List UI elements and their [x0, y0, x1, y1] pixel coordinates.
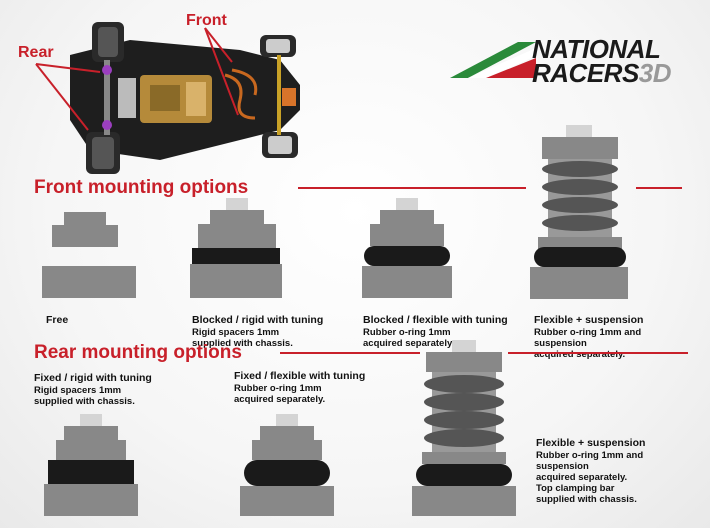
rear-option-2: Flexible + suspension Rubber o-ring 1mm …	[536, 437, 646, 506]
logo-line2: RACERS3D	[532, 58, 672, 88]
logo-line1: NATIONAL	[532, 34, 661, 64]
rear-option-0: Fixed / rigid with tuning Rigid spacers …	[34, 372, 152, 408]
front-rigid-diagram	[190, 198, 282, 298]
front-title-rule	[298, 187, 526, 189]
rear-title-rule	[280, 352, 420, 354]
rear-callout: Rear	[18, 44, 54, 61]
front-suspension-diagram	[530, 125, 628, 299]
front-option-0: Free	[46, 314, 69, 326]
front-title: Front mounting options	[34, 177, 249, 198]
rear-title: Rear mounting options	[34, 342, 242, 363]
chassis-photo	[35, 22, 300, 174]
front-option-1: Blocked / rigid with tuning Rigid spacer…	[192, 314, 324, 350]
front-free-diagram	[42, 212, 136, 298]
rear-rigid-diagram	[44, 414, 138, 516]
rear-suspension-diagram	[412, 340, 516, 516]
rear-flexible-diagram	[240, 414, 334, 516]
rear-axle	[104, 60, 110, 135]
front-option-3: Flexible + suspension Rubber o-ring 1mm …	[534, 314, 644, 361]
front-callout: Front	[186, 12, 227, 29]
rear-title-rule-right	[508, 352, 688, 354]
logo-flag-icon	[450, 42, 536, 78]
front-title-rule-right	[636, 187, 682, 189]
gear	[118, 78, 136, 118]
front-axle	[277, 55, 281, 135]
front-flexible-diagram	[362, 198, 452, 298]
rear-option-1: Fixed / flexible with tuning Rubber o-ri…	[234, 370, 366, 406]
front-option-2: Blocked / flexible with tuning Rubber o-…	[363, 314, 508, 350]
